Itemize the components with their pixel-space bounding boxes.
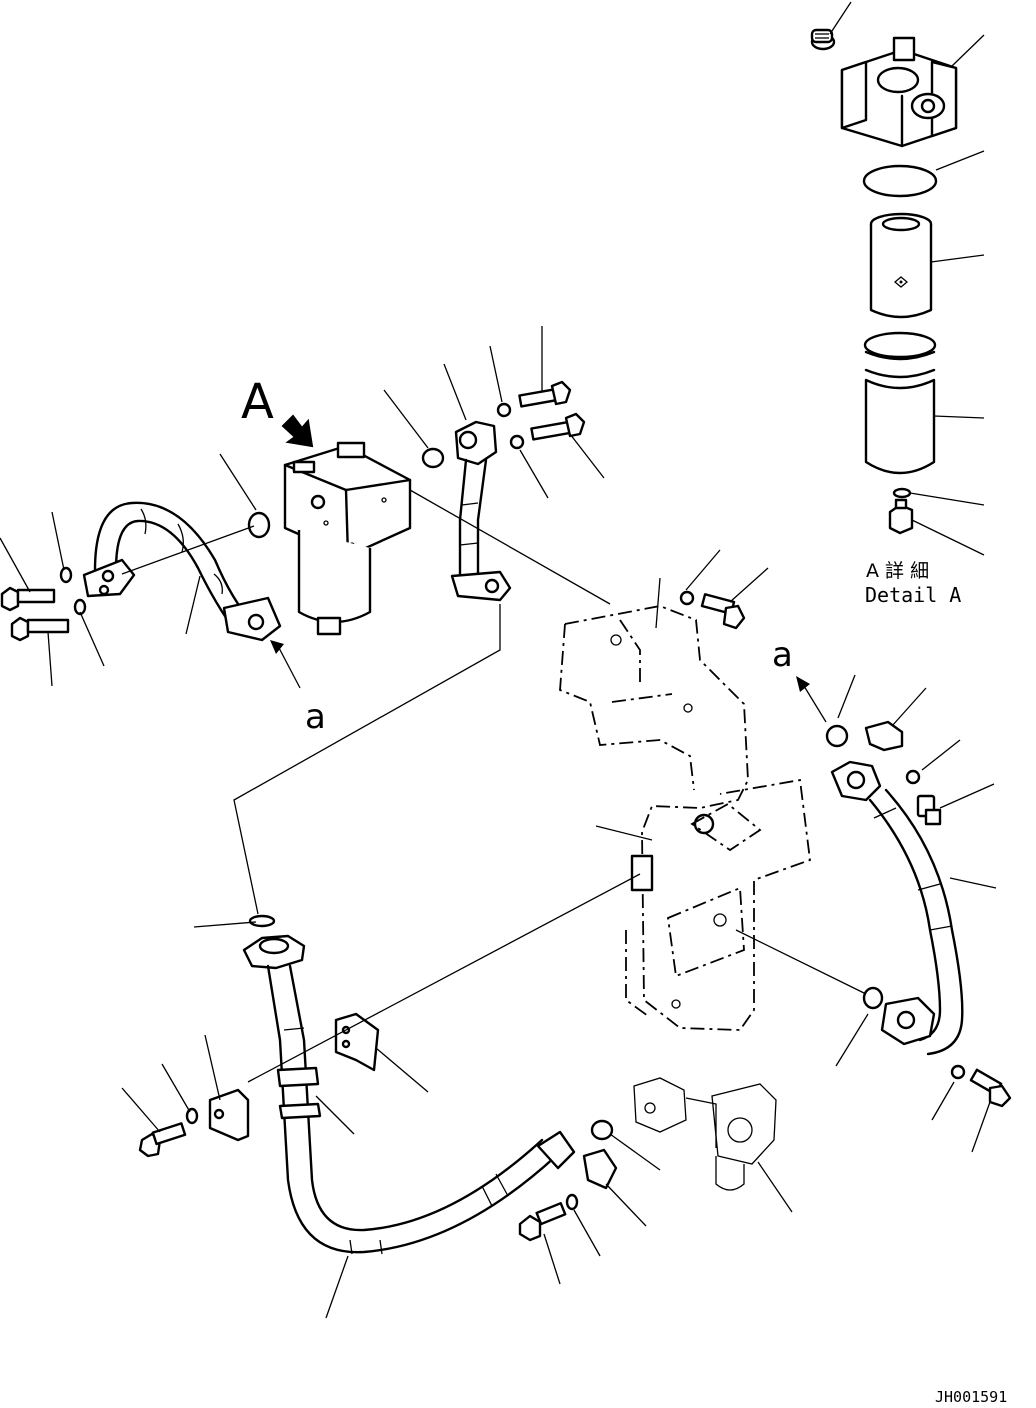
elbow-fitting-phantom [633, 1077, 777, 1191]
drain-plug [888, 498, 914, 535]
washer [565, 1193, 579, 1211]
washer [679, 590, 695, 606]
detail-label-en: Detail A [865, 583, 961, 607]
bolt [0, 586, 56, 612]
o-ring [248, 914, 276, 928]
connection-a-right: a [772, 635, 827, 723]
filter-assembly [247, 441, 445, 636]
tube-upper-left [82, 501, 282, 642]
detail-label-jp: A 詳 細 [866, 560, 929, 582]
connection-label-a: a [772, 635, 793, 675]
reference-lines [121, 489, 867, 1083]
bolt [518, 1201, 567, 1242]
tube-upper-right [450, 420, 512, 602]
bolt [10, 616, 70, 642]
tube-right [825, 674, 1012, 1153]
o-ring-small [892, 487, 912, 499]
clamp-bracket [334, 1012, 380, 1072]
mounting-bracket-phantom [559, 605, 811, 1031]
washer [59, 566, 73, 584]
o-ring [862, 986, 884, 1010]
o-ring [421, 447, 445, 469]
o-ring-large [862, 164, 938, 198]
bolt [138, 1122, 187, 1158]
clamp-bracket [208, 1088, 250, 1142]
washer [509, 434, 525, 450]
breather-plug [810, 28, 836, 51]
o-ring [247, 511, 271, 539]
hose-lower [242, 914, 576, 1255]
view-a-indicator: A [241, 374, 314, 448]
o-ring [590, 1119, 614, 1141]
washer [496, 402, 512, 418]
bolt [518, 380, 572, 408]
split-flange [582, 1148, 618, 1190]
washer [73, 598, 87, 616]
leader-lines [0, 326, 793, 1319]
connection-label-a: a [305, 697, 326, 737]
drawing-number: JH001591 [935, 1388, 1007, 1406]
washer [905, 769, 921, 785]
detail-a-filter-assembly: A 詳 細 Detail A [810, 1, 985, 607]
bolt [969, 1068, 1012, 1108]
filter-element [869, 212, 933, 319]
view-arrow-icon [281, 414, 314, 448]
bolt [700, 593, 746, 630]
connection-a-upper: a [270, 640, 326, 737]
bolt [530, 412, 586, 441]
washer [185, 1107, 199, 1125]
filter-case [863, 331, 937, 475]
view-a-label: A [241, 374, 274, 430]
washer [950, 1064, 966, 1080]
bolt [916, 794, 942, 826]
o-ring [825, 724, 849, 748]
filter-head [840, 36, 958, 148]
